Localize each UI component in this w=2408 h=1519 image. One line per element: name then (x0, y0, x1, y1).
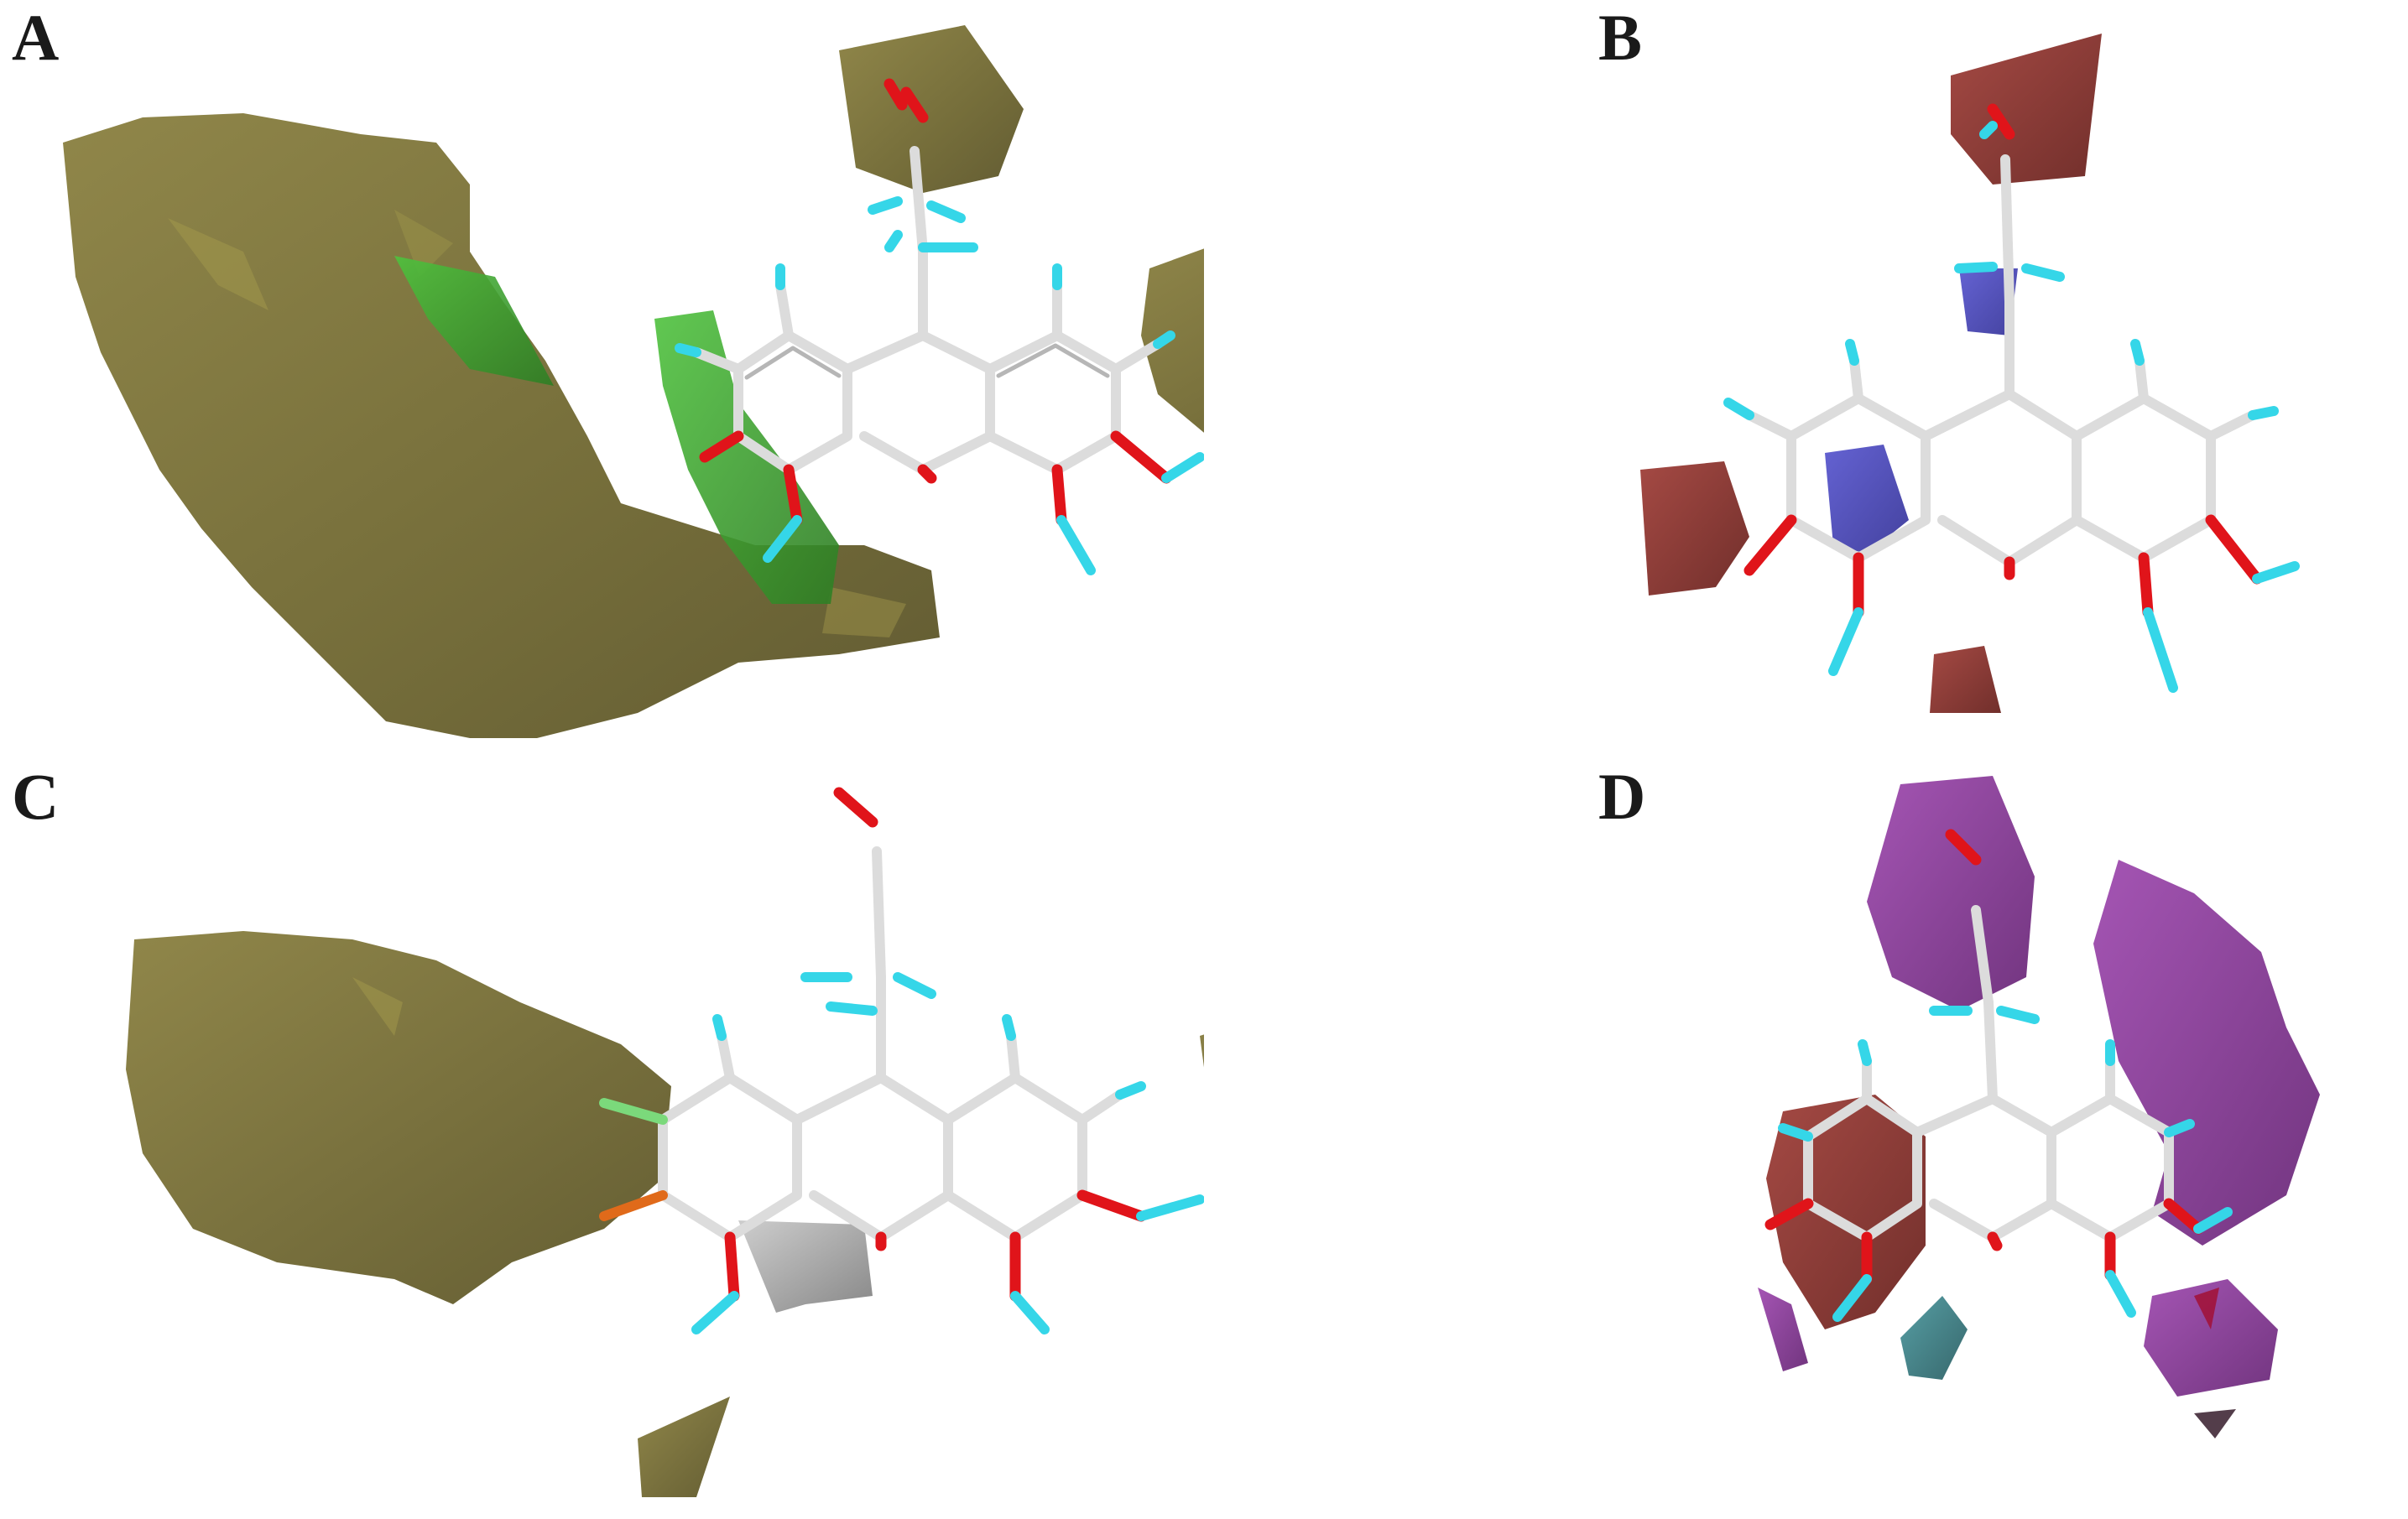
panel-a-figure (63, 25, 1204, 738)
electro-red-left (1640, 461, 1749, 596)
donor-contour-bottom-right (2144, 1279, 2278, 1397)
acceptor-red-small (2194, 1288, 2219, 1329)
electro-red-bottom (1930, 646, 2001, 713)
acceptor-teal (1900, 1296, 1968, 1380)
molecule-b (1723, 103, 2300, 693)
molecule-a (675, 78, 1204, 575)
donor-contour-bottom-left (1758, 1288, 1808, 1371)
electro-blue-top (1959, 268, 2018, 336)
steric-green-left (394, 256, 554, 386)
electro-blue-center (1825, 445, 1909, 554)
panel-c-figure (126, 787, 1204, 1497)
donor-contour-top (1867, 776, 2035, 1011)
electro-red-top (1951, 34, 2102, 185)
panel-d: D (1204, 759, 2408, 1518)
panel-label-a: A (12, 1, 60, 74)
panel-label-d: D (1598, 760, 1646, 833)
panel-label-c: C (12, 760, 60, 833)
hydrophobic-contour-left (126, 931, 671, 1304)
molecule-c (599, 787, 1204, 1334)
panel-c: C (0, 759, 1204, 1518)
steric-contour-top (839, 25, 1024, 193)
steric-contour-large (63, 113, 940, 738)
donor-contour-right (2093, 860, 2320, 1246)
panel-b: B (1204, 0, 2408, 759)
panel-a: A (0, 0, 1204, 759)
panel-b-figure (1640, 34, 2300, 713)
hydrophobic-contour-bottom (638, 1397, 730, 1497)
panel-d-figure (1758, 776, 2320, 1438)
panel-label-b: B (1598, 1, 1643, 74)
acceptor-dark-small (2194, 1409, 2236, 1438)
molecule-d (1764, 829, 2233, 1322)
hydrophobic-gray (738, 1220, 873, 1313)
steric-contour-right (1141, 248, 1204, 433)
hydrophobic-contour-right (1200, 1034, 1204, 1068)
